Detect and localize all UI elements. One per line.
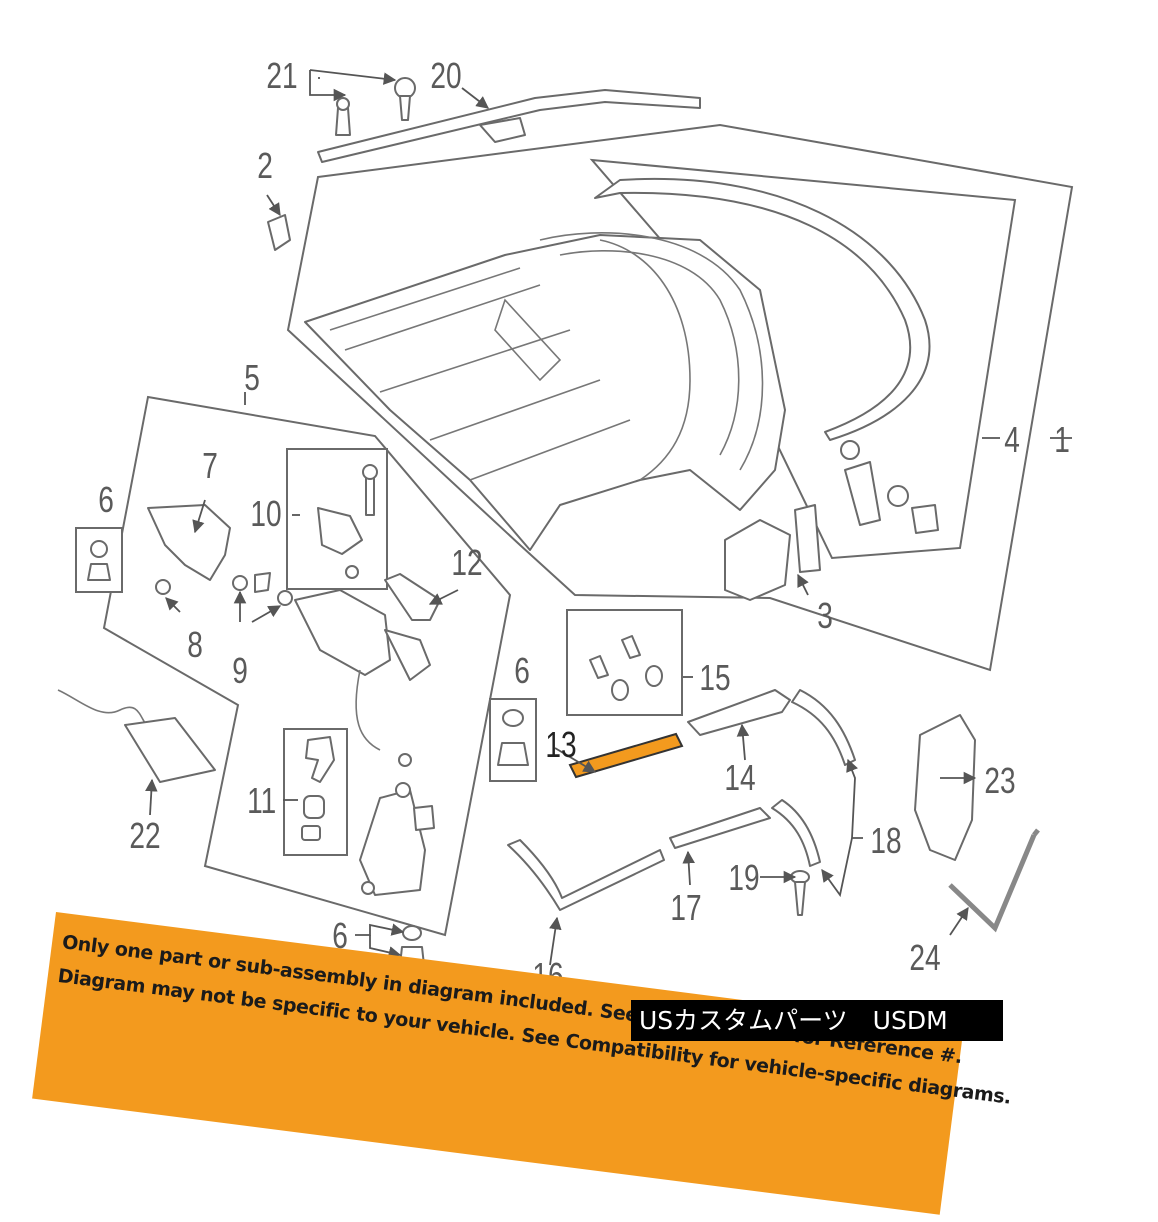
clip-2 [267, 214, 291, 251]
callout-10: 10 [250, 494, 281, 534]
linkage-assembly [147, 504, 435, 896]
nut-6b [497, 742, 529, 766]
callout-3: 3 [817, 596, 833, 636]
roof-rail [594, 178, 931, 441]
parts-diagram: 1 2 3 4 5 6 6 6 7 8 9 10 11 12 13 14 15 … [57, 56, 1074, 996]
hardware-box-6a [75, 527, 123, 593]
callout-9: 9 [232, 651, 248, 691]
callout-5: 5 [244, 358, 260, 398]
nut-6a [87, 563, 111, 581]
cover-strip-bracket [479, 117, 526, 143]
callout-18: 18 [870, 821, 901, 861]
weatherstrip-13 [568, 732, 684, 779]
callout-24: 24 [909, 938, 940, 978]
callout-15: 15 [699, 658, 730, 698]
weatherstrip-18-lower [771, 799, 821, 867]
washer-6a [90, 540, 108, 558]
convertible-top-frame [304, 232, 821, 601]
screws-15 [589, 635, 663, 701]
bushing-parts [301, 736, 335, 841]
callout-1: 1 [1054, 420, 1070, 460]
weatherstrip-14 [687, 689, 791, 736]
callout-21: 21 [266, 56, 297, 96]
hardware-box-6b [489, 698, 537, 782]
rail-bracket-hardware [840, 440, 939, 534]
cover-strip [317, 89, 701, 163]
control-module-22 [57, 689, 216, 783]
store-watermark: USカスタムパーツ USDM [631, 1000, 1003, 1041]
weatherstrip-18-upper [791, 689, 856, 766]
callout-7: 7 [202, 446, 218, 486]
callout-6b: 6 [514, 651, 530, 691]
callout-2: 2 [257, 146, 273, 186]
bracket-12 [384, 573, 441, 621]
washer-6c [402, 925, 422, 941]
hex-key-24 [948, 828, 1040, 933]
weatherstrip-16 [507, 839, 665, 911]
callout-6c: 6 [332, 916, 348, 956]
callout-20: 20 [430, 56, 461, 96]
callout-4: 4 [1004, 420, 1020, 460]
callout-23: 23 [984, 761, 1015, 801]
latch-23 [914, 714, 976, 861]
callout-12: 12 [451, 543, 482, 583]
callout-22: 22 [129, 816, 160, 856]
weatherstrip-17 [669, 807, 771, 849]
callout-8: 8 [187, 625, 203, 665]
callout-11: 11 [247, 781, 276, 821]
washer-6b [502, 709, 524, 727]
callout-17: 17 [670, 888, 701, 928]
callout-13: 13 [545, 725, 576, 765]
callout-19: 19 [728, 858, 759, 898]
leader-lines [145, 69, 1072, 966]
bolt-21a [335, 97, 351, 136]
callout-6a: 6 [98, 480, 114, 520]
screw-21b [394, 77, 416, 121]
callout-14: 14 [724, 758, 755, 798]
motor-parts [317, 464, 378, 579]
